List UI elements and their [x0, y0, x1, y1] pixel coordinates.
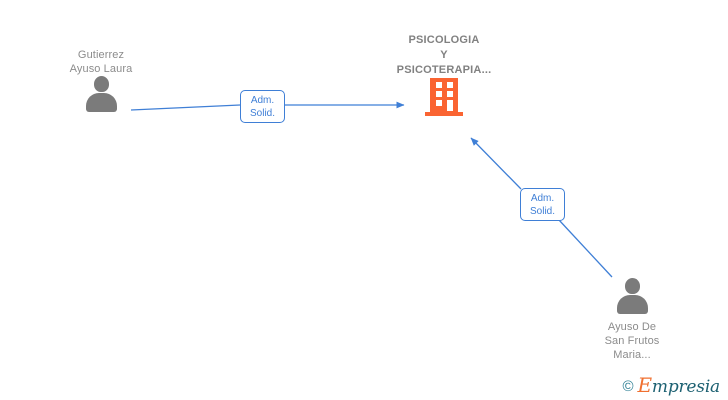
- building-window: [436, 82, 442, 88]
- graph-node-person-bottom-right[interactable]: Ayuso De San Frutos Maria...: [572, 278, 692, 362]
- person-icon: [612, 278, 652, 314]
- edge-label-adm-solid-2[interactable]: Adm. Solid.: [520, 188, 565, 221]
- empresia-logo-rest: mpresia: [651, 377, 720, 397]
- graph-node-person-left[interactable]: Gutierrez Ayuso Laura: [41, 48, 161, 112]
- node-label-company: PSICOLOGIA Y PSICOTERAPIA...: [396, 34, 492, 76]
- copyright-icon: ©: [622, 378, 634, 395]
- building-window: [447, 91, 453, 97]
- building-window: [436, 100, 442, 106]
- building-window: [436, 91, 442, 97]
- edge-line-1a: [130, 104, 241, 111]
- person-head: [93, 76, 109, 92]
- building-window: [447, 82, 453, 88]
- edge-label-adm-solid-1[interactable]: Adm. Solid.: [240, 90, 285, 123]
- person-body: [616, 295, 648, 314]
- person-icon: [81, 76, 121, 112]
- building-base: [425, 112, 463, 116]
- node-label-person-bottom-right: Ayuso De San Frutos Maria...: [604, 321, 660, 361]
- graph-node-company[interactable]: PSICOLOGIA Y PSICOTERAPIA...: [384, 33, 504, 116]
- node-label-person-left: Gutierrez Ayuso Laura: [69, 49, 133, 75]
- empresia-logo: Empresia: [638, 375, 721, 397]
- building-shell: [430, 78, 458, 112]
- edge-line-2b: [558, 219, 613, 278]
- company-building-icon: [425, 78, 463, 116]
- person-body: [85, 93, 117, 112]
- edge-line-2a: [470, 137, 522, 190]
- building-door: [447, 100, 453, 111]
- person-head: [624, 278, 640, 294]
- empresia-watermark: © Empresia: [622, 375, 721, 397]
- empresia-logo-initial: E: [637, 373, 653, 397]
